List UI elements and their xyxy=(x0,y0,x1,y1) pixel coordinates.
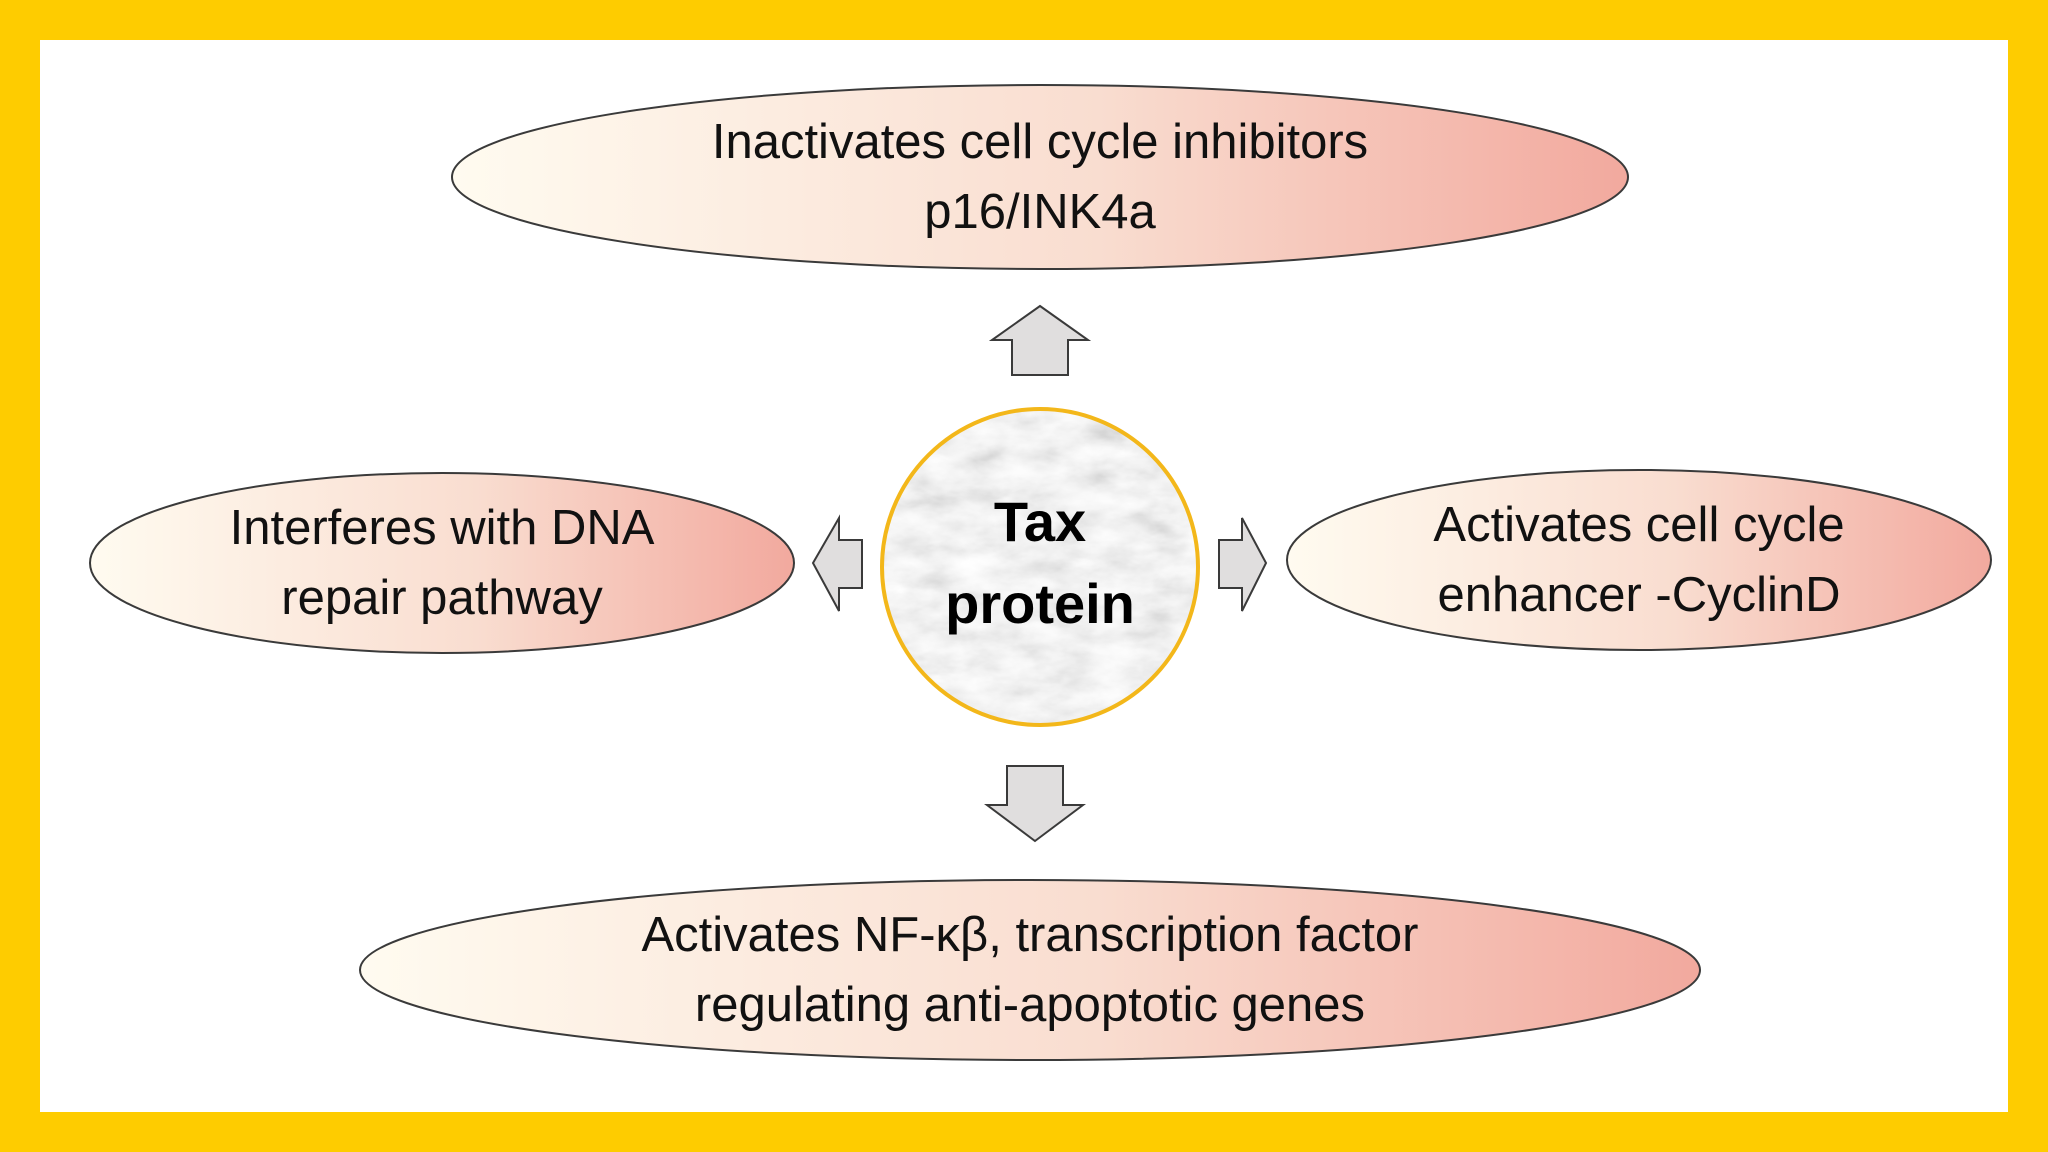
center-circle xyxy=(880,407,1200,727)
arrow-left-icon xyxy=(811,514,863,612)
ellipse-bottom xyxy=(359,879,1701,1061)
arrow-right-icon xyxy=(1218,517,1268,612)
ellipse-left xyxy=(89,472,795,654)
arrow-down-icon xyxy=(984,765,1086,843)
ellipse-right xyxy=(1286,469,1992,651)
arrow-up-icon xyxy=(988,304,1092,376)
ellipse-top xyxy=(451,84,1629,270)
